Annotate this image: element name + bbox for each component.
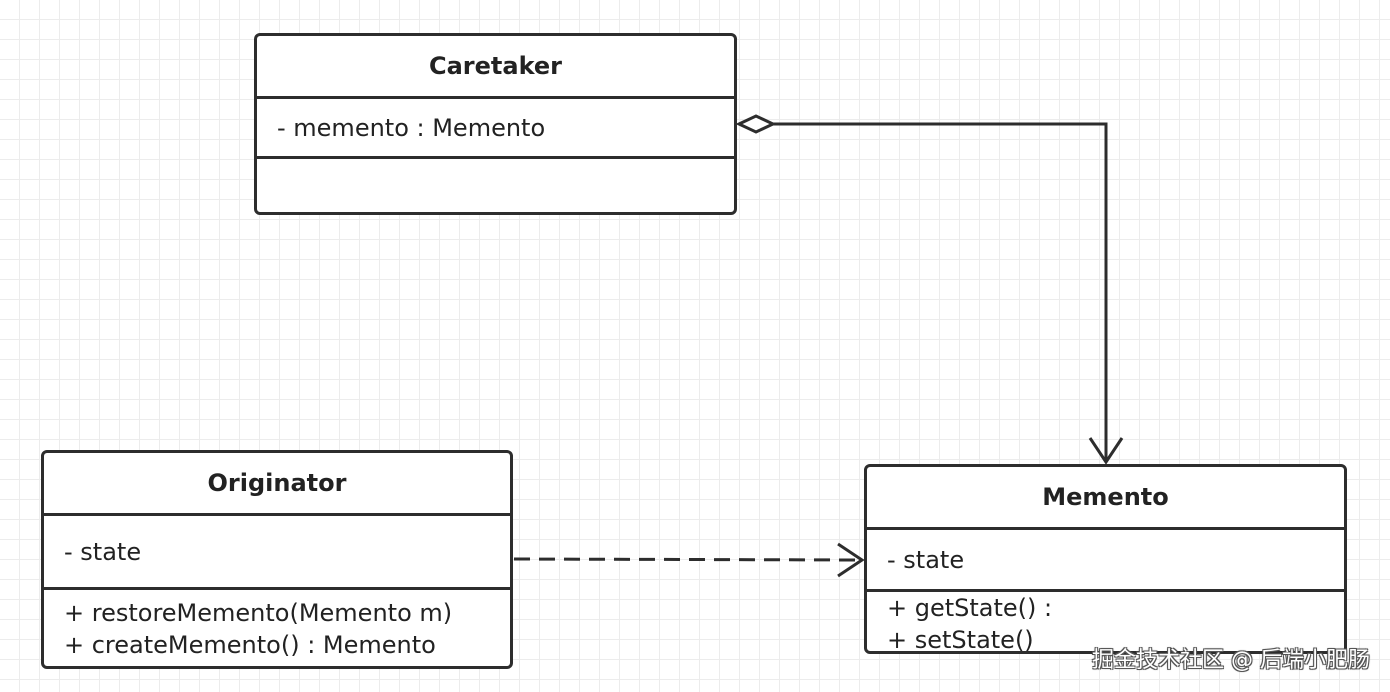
operation-restore-memento: + restoreMemento(Memento m) [64, 599, 453, 627]
attribute-state: - state [64, 537, 142, 566]
dependency-line [513, 557, 861, 562]
watermark-text: 掘金技术社区 @ 后端小肥肠 [1092, 648, 1370, 673]
class-name: Memento [1042, 483, 1169, 511]
class-originator[interactable]: Originator - state + restoreMemento(Meme… [41, 450, 513, 669]
open-arrowhead-icon [1088, 437, 1124, 465]
class-name: Originator [207, 469, 347, 497]
class-name: Caretaker [428, 52, 563, 80]
operations-compartment: + getState() : + setState() [867, 589, 1344, 654]
class-caretaker[interactable]: Caretaker - memento : Memento [254, 33, 737, 215]
dependency-arrowhead-icon [837, 542, 865, 578]
aggregation-line [772, 122, 1108, 462]
dependency-originator-memento [513, 542, 865, 578]
operation-create-memento: + createMemento() : Memento [64, 631, 436, 659]
operation-get-state: + getState() : [887, 594, 1053, 622]
attribute-memento: - memento : Memento [277, 113, 546, 142]
aggregation-caretaker-memento [735, 114, 1124, 465]
operation-set-state: + setState() [887, 626, 1034, 654]
class-memento[interactable]: Memento - state + getState() : + setStat… [864, 464, 1347, 654]
attributes-compartment: - state [44, 513, 510, 587]
attributes-compartment: - memento : Memento [257, 96, 734, 156]
aggregation-diamond-icon [735, 114, 777, 134]
operations-compartment: + restoreMemento(Memento m) + createMeme… [44, 587, 510, 666]
attribute-state: - state [887, 545, 965, 574]
attributes-compartment: - state [867, 527, 1344, 589]
operations-compartment [257, 156, 734, 212]
